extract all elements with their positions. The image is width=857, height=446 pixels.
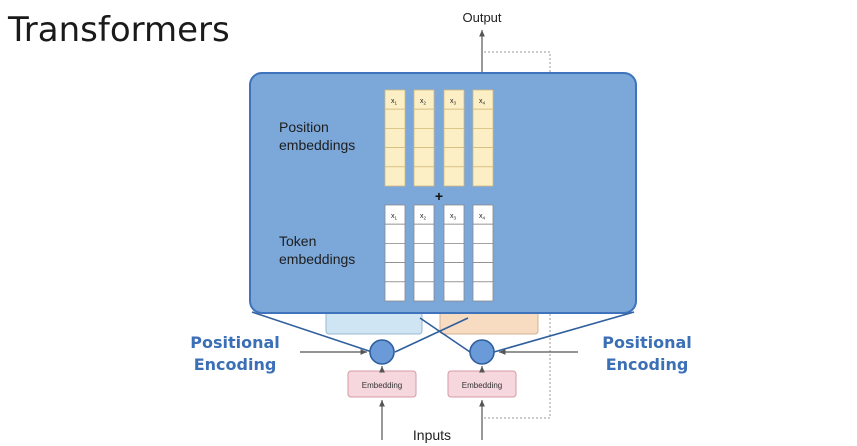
token-embedding-cell	[413, 262, 435, 283]
magnified-block	[249, 72, 637, 314]
token-embedding-cell	[443, 281, 465, 302]
token-embedding-column-4: x4	[472, 204, 494, 302]
position-embeddings-label: Position embeddings	[279, 119, 355, 153]
zoom-line-left-inner	[394, 317, 469, 353]
token-embedding-cell	[384, 242, 406, 263]
position-embedding-cell	[384, 147, 406, 168]
token-embeddings-label: Token embeddings	[279, 233, 355, 267]
token-embedding-cell	[472, 242, 494, 263]
decoder-sum-circle	[469, 339, 495, 365]
token-embedding-column-3: x3	[443, 204, 465, 302]
position-embedding-cell	[384, 166, 406, 187]
position-embedding-cell	[472, 166, 494, 187]
token-embedding-cell	[384, 223, 406, 244]
token-embedding-cell	[384, 281, 406, 302]
slide-title: Transformers	[8, 10, 230, 50]
position-embedding-columns: x1 x2 x3 x4	[384, 89, 494, 187]
positional-encoding-right: Positional Encoding	[602, 333, 692, 374]
position-embedding-cell	[413, 147, 435, 168]
token-embedding-cell	[472, 223, 494, 244]
token-embedding-cell	[443, 242, 465, 263]
zoom-line-right-outer	[493, 311, 635, 353]
position-embedding-cell	[472, 127, 494, 148]
position-embedding-column-label: x4	[479, 98, 486, 106]
token-embedding-cell	[472, 262, 494, 283]
position-embedding-column-3: x3	[443, 89, 465, 187]
plus-sign: +	[435, 188, 443, 204]
token-embedding-cell	[413, 223, 435, 244]
position-embedding-column-2: x2	[413, 89, 435, 187]
token-embedding-cell	[384, 262, 406, 283]
token-embedding-column-label: x2	[420, 213, 427, 221]
positional-encoding-left: Positional Encoding	[190, 333, 280, 374]
position-embedding-column-1: x1	[384, 89, 406, 187]
token-embedding-column-label: x1	[391, 213, 398, 221]
encoder-sum-circle	[369, 339, 395, 365]
position-embedding-column-label: x3	[450, 98, 457, 106]
token-embedding-column-1: x1	[384, 204, 406, 302]
token-embedding-cell	[472, 281, 494, 302]
token-embedding-cell	[413, 281, 435, 302]
position-embedding-column-4: x4	[472, 89, 494, 187]
token-embedding-cell	[413, 242, 435, 263]
output-label: Output	[462, 10, 501, 25]
encoder-embedding-label: Embedding	[362, 381, 402, 390]
position-embedding-cell	[443, 166, 465, 187]
token-embedding-columns: x1 x2 x3 x4	[384, 204, 494, 302]
position-embedding-cell	[384, 108, 406, 129]
position-embedding-cell	[384, 127, 406, 148]
zoom-line-left-outer	[251, 311, 373, 353]
position-embedding-cell	[472, 108, 494, 129]
decoder-embedding-label: Embedding	[462, 381, 502, 390]
position-embedding-cell	[413, 108, 435, 129]
token-embedding-column-label: x3	[450, 213, 457, 221]
inputs-label: Inputs	[413, 427, 451, 443]
position-embedding-cell	[413, 166, 435, 187]
token-embedding-cell	[443, 262, 465, 283]
position-embedding-cell	[443, 108, 465, 129]
zoom-line-right-inner	[419, 317, 471, 353]
position-embedding-column-label: x1	[391, 98, 398, 106]
position-embedding-cell	[443, 127, 465, 148]
position-embedding-cell	[472, 147, 494, 168]
position-embedding-column-label: x2	[420, 98, 427, 106]
position-embedding-cell	[413, 127, 435, 148]
position-embedding-cell	[443, 147, 465, 168]
token-embedding-cell	[443, 223, 465, 244]
token-embedding-column-label: x4	[479, 213, 486, 221]
token-embedding-column-2: x2	[413, 204, 435, 302]
